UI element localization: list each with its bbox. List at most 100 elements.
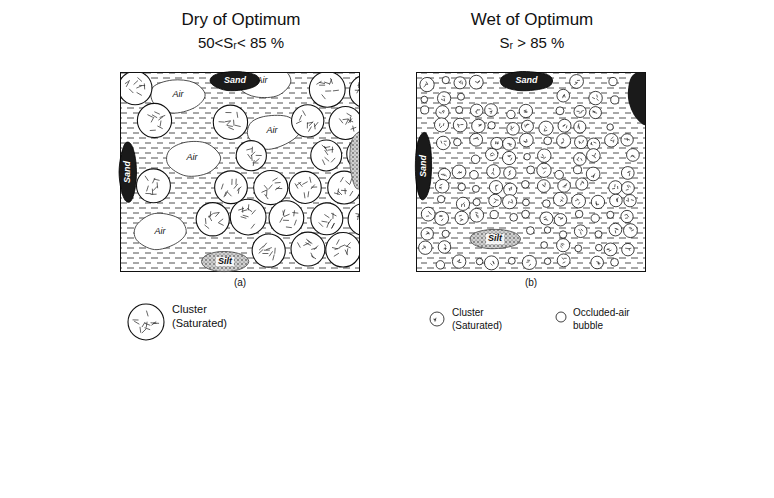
cluster-outline [622, 243, 634, 255]
cluster-outline [605, 133, 619, 147]
clay-platelet [560, 200, 562, 202]
cluster-outline [128, 304, 164, 340]
clay-platelet [441, 219, 443, 221]
clay-platelet [307, 240, 312, 243]
cluster [605, 133, 619, 147]
clay-platelet [628, 185, 630, 187]
cluster-outline [539, 121, 553, 135]
clay-platelet [545, 182, 546, 185]
clay-platelet [543, 171, 545, 173]
cluster [349, 75, 360, 108]
clay-platelet [273, 255, 275, 261]
clay-platelet [564, 184, 567, 186]
clay-platelet [478, 81, 480, 83]
air-bubble [437, 196, 444, 203]
cluster-outline [503, 137, 516, 150]
cluster-outline [570, 75, 584, 89]
clay-platelet [426, 82, 427, 85]
clay-platelet [596, 99, 598, 101]
air-bubble [607, 211, 614, 218]
air-bubble [607, 124, 613, 130]
cluster-outline [609, 181, 622, 194]
clay-platelet [545, 219, 548, 220]
air-bubble [595, 231, 602, 238]
clay-platelet [627, 185, 628, 188]
cluster-outline [621, 167, 634, 180]
saturation-range: Sᵣ > 85 % [387, 33, 677, 53]
cluster-outline [269, 201, 304, 236]
cluster [519, 104, 532, 117]
clay-platelet [579, 112, 582, 114]
clay-platelet [493, 173, 494, 176]
air-label: Air [267, 126, 278, 136]
clay-platelet [147, 186, 149, 192]
clay-platelet [508, 155, 511, 156]
air-bubble [458, 183, 465, 190]
clay-platelet [493, 261, 494, 264]
cluster-outline [627, 149, 640, 162]
air-bubble [456, 106, 463, 113]
cluster-outline [120, 72, 152, 105]
cluster-outline [136, 169, 170, 203]
clay-platelet [441, 99, 444, 100]
clay-platelet [247, 208, 252, 211]
air-bubble [544, 137, 552, 145]
legend-entry: Occluded-air bubble [573, 307, 653, 332]
clay-platelet [459, 215, 462, 217]
legend-text: Cluster (Saturated) [452, 307, 522, 332]
clay-platelet [256, 155, 262, 156]
clay-platelet [133, 319, 139, 320]
clay-platelet [595, 153, 596, 156]
clay-platelet [543, 157, 545, 159]
cluster-outline [575, 136, 588, 149]
clay-platelet [150, 130, 156, 131]
clay-platelet [307, 122, 313, 123]
clay-platelet [152, 189, 153, 195]
clay-platelet [543, 185, 545, 187]
clay-platelet [248, 204, 249, 210]
clay-platelet [627, 138, 629, 141]
cluster-outline [309, 72, 345, 107]
cluster [419, 241, 432, 254]
cluster-outline [137, 103, 171, 137]
clay-platelet [252, 147, 253, 153]
cluster [230, 199, 266, 235]
air-bubble [556, 107, 564, 115]
cluster-outline [486, 148, 498, 160]
clay-platelet [327, 222, 329, 228]
clay-platelet [299, 115, 301, 121]
cluster-outline [470, 133, 483, 146]
air-void [167, 141, 221, 176]
cluster-outline [292, 105, 324, 137]
clay-platelet [311, 256, 316, 259]
clay-platelet [322, 160, 325, 165]
clay-platelet [332, 147, 333, 153]
pore-water [120, 72, 360, 272]
clay-platelet [490, 111, 492, 114]
clay-platelet [616, 228, 619, 230]
cluster [454, 77, 466, 89]
clay-platelet [426, 233, 429, 234]
cluster [522, 255, 536, 269]
clay-platelet [160, 121, 162, 127]
air-bubble [559, 231, 566, 238]
air-bubble [490, 211, 498, 219]
clay-platelet [523, 141, 526, 143]
clay-platelet [242, 207, 243, 213]
cluster-outline [521, 120, 533, 132]
cluster [254, 170, 288, 204]
cluster-outline [469, 75, 483, 89]
cluster-outline [421, 207, 435, 221]
silt-grain [350, 132, 360, 189]
clay-platelet [331, 213, 336, 216]
clay-platelet [477, 215, 478, 218]
clay-platelet [147, 115, 152, 118]
clay-platelet [591, 143, 593, 145]
cluster-outline [196, 203, 229, 236]
clay-platelet [460, 220, 463, 221]
clay-platelet [597, 263, 600, 264]
cluster [558, 119, 571, 132]
air-bubble [473, 199, 480, 206]
cluster-outline [537, 163, 551, 177]
cluster-outline [438, 168, 450, 180]
